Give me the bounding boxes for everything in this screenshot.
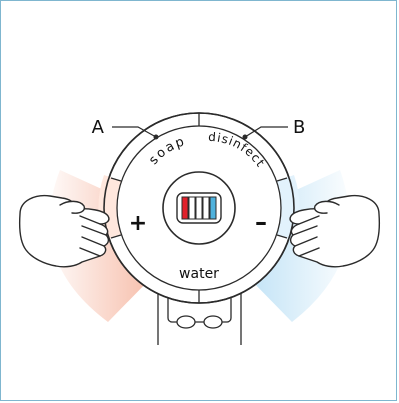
indicator-bar-5 (209, 196, 217, 220)
plus-label: + (129, 211, 147, 236)
indicator-bar-1 (181, 196, 189, 220)
minus-label: – (255, 208, 267, 236)
water-label: water (179, 266, 219, 282)
indicator-bar-3 (195, 196, 203, 220)
indicator-bar-4 (202, 196, 210, 220)
callout-b: B (242, 117, 305, 140)
temperature-indicator (181, 196, 217, 220)
segment-dividers (110, 113, 288, 303)
right-hand-icon (289, 194, 381, 268)
callout-b-label: B (293, 117, 305, 138)
left-hand-icon (18, 194, 110, 268)
plus-segment[interactable] (98, 175, 121, 241)
indicator-bar-2 (188, 196, 196, 220)
callout-a: A (92, 117, 159, 140)
minus-segment[interactable] (277, 175, 300, 241)
callout-a-label: A (92, 117, 105, 138)
